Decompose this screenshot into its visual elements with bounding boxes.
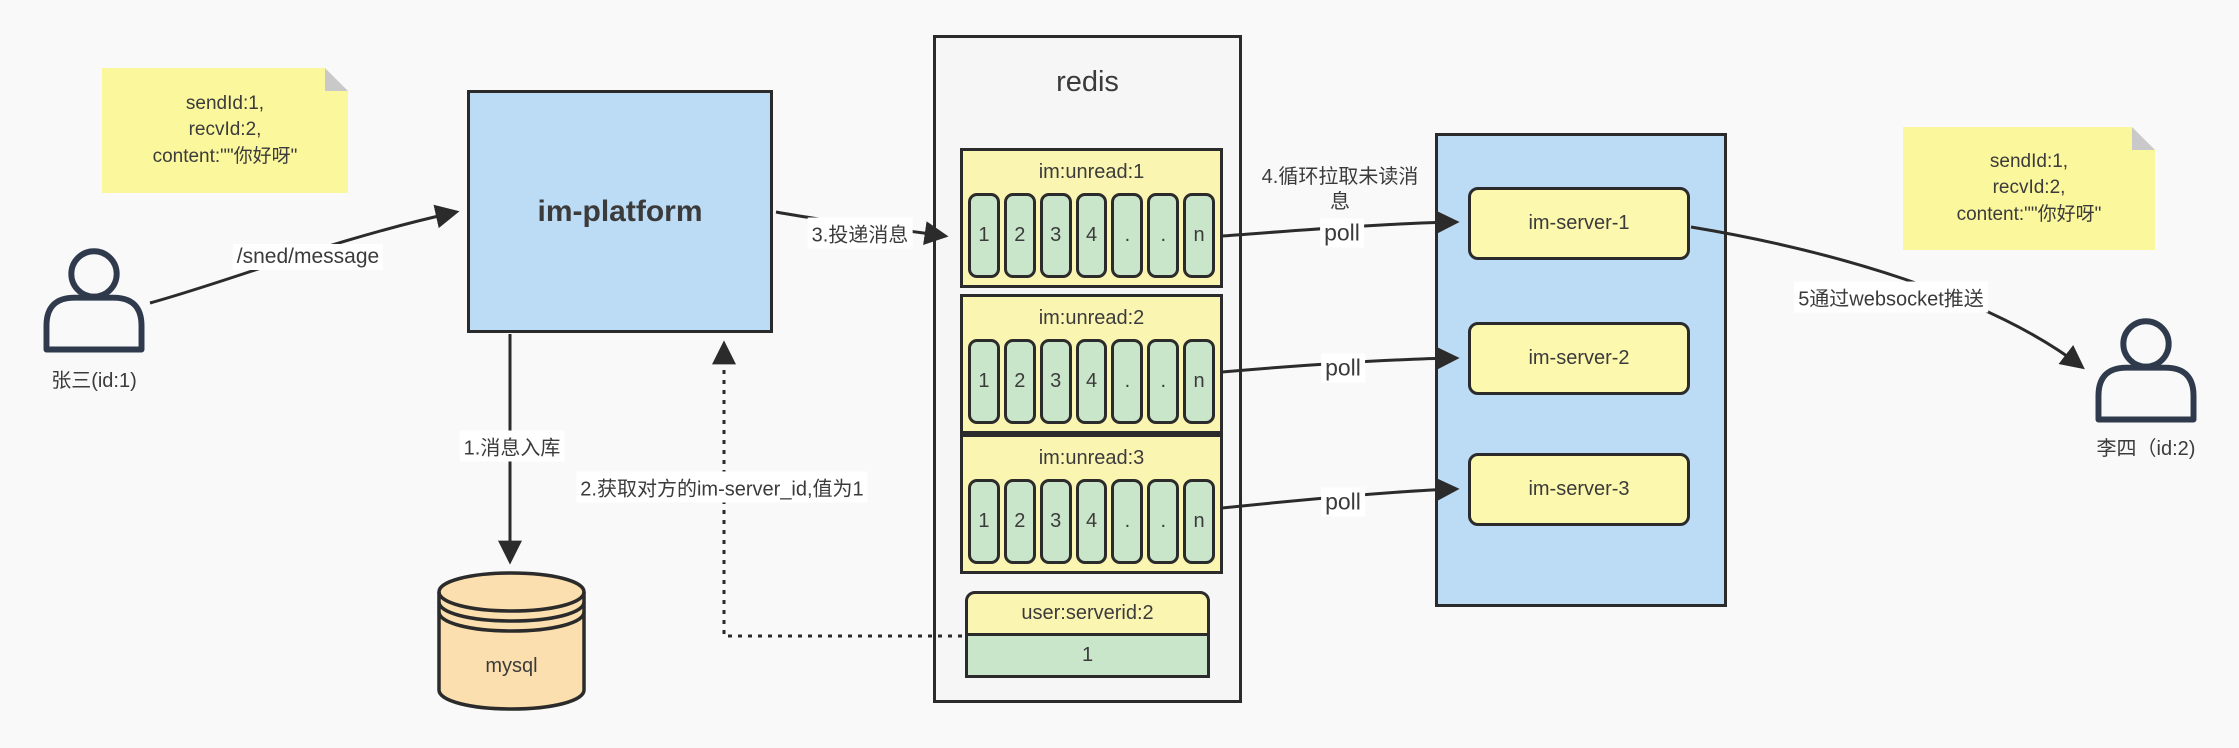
queue-cell: 1	[968, 193, 1000, 278]
queue-cell: 3	[1039, 193, 1072, 278]
edge-label-poll-1: poll	[1320, 218, 1364, 248]
redis-queue-1: im:unread:1 1 2 3 4 . . n	[960, 148, 1223, 288]
edge-label-step3: 3.投递消息	[807, 217, 913, 249]
im-server-2-box: im-server-2	[1468, 322, 1690, 395]
person-icon	[43, 248, 145, 353]
edge-label-step2: 2.获取对方的im-server_id,值为1	[576, 471, 868, 503]
redis-title: redis	[1056, 66, 1119, 98]
im-server-1-box: im-server-1	[1468, 187, 1690, 260]
mysql-label: mysql	[485, 655, 538, 677]
queue-cell: n	[1183, 339, 1216, 424]
queue-2-cells: 1 2 3 4 . . n	[963, 339, 1220, 431]
actor-receiver: 李四（id:2)	[2092, 318, 2200, 464]
database-cylinder-icon	[437, 571, 586, 711]
queue-cell: 4	[1075, 339, 1108, 424]
user-serverid-header: user:serverid:2	[965, 591, 1210, 636]
im-platform-label: im-platform	[537, 194, 703, 228]
queue-cell: 2	[1003, 479, 1036, 564]
note-right-line3: content:""你好呀"	[1956, 203, 2102, 225]
queue-1-header: im:unread:1	[1038, 160, 1145, 183]
edge-label-step5: 5通过websocket推送	[1794, 281, 1988, 313]
edge-label-send-api: /sned/message	[232, 244, 384, 270]
person-icon	[2095, 318, 2197, 423]
queue-3-cells: 1 2 3 4 . . n	[963, 479, 1220, 571]
queue-cell: n	[1183, 193, 1216, 278]
queue-cell: 4	[1075, 479, 1108, 564]
im-server-1-label: im-server-1	[1528, 212, 1630, 234]
queue-1-cells: 1 2 3 4 . . n	[963, 193, 1220, 285]
edge-label-step4: 4.循环拉取未读消息	[1261, 166, 1419, 213]
note-left-line3: content:""你好呀"	[152, 145, 298, 167]
queue-cell: 3	[1039, 479, 1072, 564]
actor-receiver-label: 李四（id:2)	[2096, 438, 2196, 460]
queue-cell: 2	[1003, 193, 1036, 278]
queue-cell: n	[1183, 479, 1216, 564]
redis-queue-3: im:unread:3 1 2 3 4 . . n	[960, 434, 1223, 574]
edge-label-poll-2: poll	[1321, 353, 1365, 383]
actor-sender-label: 张三(id:1)	[51, 370, 137, 392]
redis-queue-2: im:unread:2 1 2 3 4 . . n	[960, 294, 1223, 434]
note-right-line2: recvId:2,	[1992, 177, 2066, 199]
im-platform-box: im-platform	[467, 90, 773, 333]
queue-cell: .	[1147, 339, 1180, 424]
edge-label-poll-3: poll	[1321, 487, 1365, 517]
queue-cell: .	[1111, 193, 1144, 278]
queue-cell: 1	[968, 479, 1000, 564]
edge-label-step1: 1.消息入库	[459, 430, 565, 462]
queue-cell: 4	[1075, 193, 1108, 278]
note-left-line2: recvId:2,	[188, 119, 262, 141]
actor-sender: 张三(id:1)	[40, 246, 148, 392]
note-fold-icon	[2132, 127, 2155, 150]
queue-cell: 2	[1003, 339, 1036, 424]
note-right-line1: sendId:1,	[1989, 151, 2069, 173]
im-server-2-label: im-server-2	[1528, 347, 1630, 369]
redis-user-serverid: user:serverid:2 1	[965, 591, 1210, 678]
queue-cell: 3	[1039, 339, 1072, 424]
note-fold-icon	[325, 68, 348, 91]
queue-cell: .	[1147, 479, 1180, 564]
im-server-cluster: im-server-1 im-server-2 im-server-3	[1435, 133, 1727, 607]
note-left-line1: sendId:1,	[185, 93, 265, 115]
queue-3-header: im:unread:3	[1038, 446, 1145, 469]
queue-cell: .	[1147, 193, 1180, 278]
queue-2-header: im:unread:2	[1038, 306, 1145, 329]
queue-cell: 1	[968, 339, 1000, 424]
queue-cell: .	[1111, 479, 1144, 564]
sticky-note-left: sendId:1, recvId:2, content:""你好呀"	[102, 68, 348, 193]
sticky-note-right: sendId:1, recvId:2, content:""你好呀"	[1903, 127, 2155, 250]
user-serverid-value: 1	[965, 636, 1210, 678]
im-server-3-label: im-server-3	[1528, 478, 1630, 500]
redis-container: redis im:unread:1 1 2 3 4 . . n im:unrea…	[933, 35, 1242, 703]
queue-cell: .	[1111, 339, 1144, 424]
mysql-db: mysql	[435, 570, 588, 712]
im-server-3-box: im-server-3	[1468, 453, 1690, 526]
